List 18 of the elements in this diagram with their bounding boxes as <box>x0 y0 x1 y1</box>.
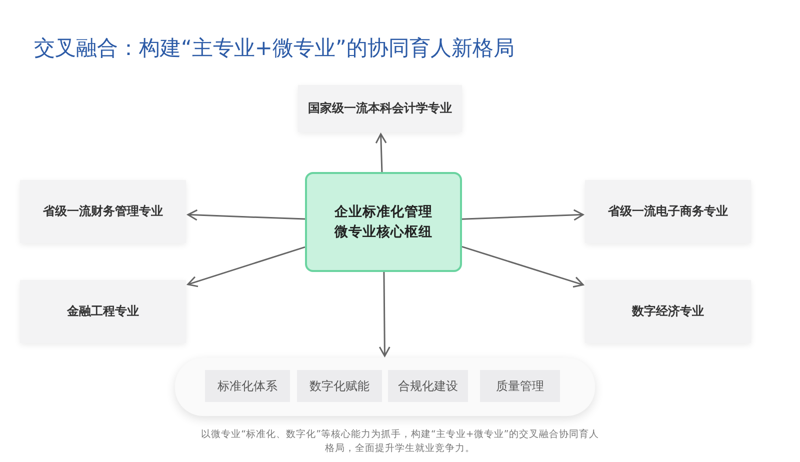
tag-box: 数字化赋能 <box>297 370 382 402</box>
tag-box: 质量管理 <box>480 370 560 402</box>
major-box: 国家级一流本科会计学专业 <box>298 85 462 132</box>
arrow <box>462 246 584 288</box>
major-box: 金融工程专业 <box>20 280 186 343</box>
major-box: 省级一流电子商务专业 <box>585 180 751 243</box>
caption: 以微专业“标准化、数字化”等核心能力为抓手，构建“主专业+微专业”的交叉融合协同育人格局，全面提升学生就业竞争力。 <box>200 428 600 456</box>
tag-box: 合规化建设 <box>388 370 468 402</box>
arrow <box>375 133 387 172</box>
major-box: 数字经济专业 <box>585 280 751 343</box>
arrow <box>187 246 306 288</box>
tag-box: 标准化体系 <box>205 370 290 402</box>
hub-box: 企业标准化管理微专业核心枢纽 <box>305 172 462 272</box>
arrow <box>378 272 390 357</box>
title: 交叉融合：构建“主专业+微专业”的协同育人新格局 <box>34 35 514 62</box>
major-box: 省级一流财务管理专业 <box>20 180 186 243</box>
arrow <box>462 209 584 221</box>
arrow <box>187 209 306 221</box>
